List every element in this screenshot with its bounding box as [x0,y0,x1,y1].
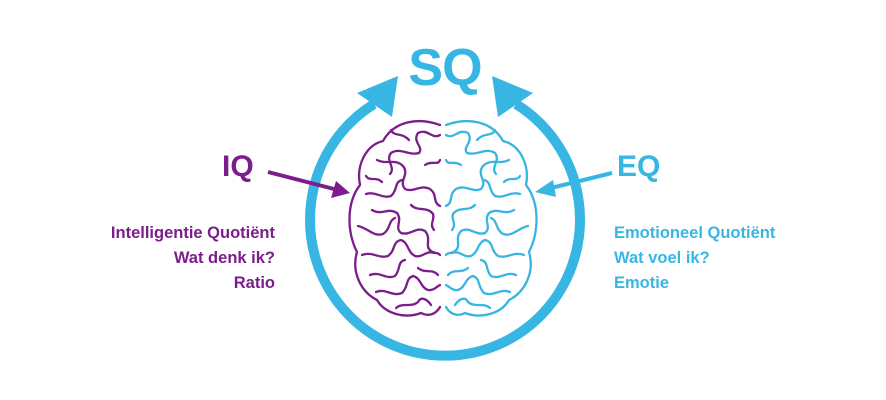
brain-icon [348,119,538,317]
iq-line-1: Intelligentie Quotiënt [110,224,275,242]
brain-left-hemisphere [348,119,442,317]
eq-line-1: Emotioneel Quotiënt [614,224,776,242]
right-arrow [535,171,613,197]
sq-title: SQ [408,39,482,97]
cycle-arrow [305,76,585,361]
iq-label: IQ [222,150,254,183]
left-arrow [267,170,350,198]
eq-line-3: Emotie [614,274,670,292]
eq-line-2: Wat voel ik? [614,249,710,267]
iq-line-3: Ratio [233,274,275,292]
brain-right-hemisphere [444,119,538,317]
iq-description: Intelligentie Quotiënt Wat denk ik? Rati… [111,221,275,296]
eq-description: Emotioneel Quotiënt Wat voel ik? Emotie [614,221,775,296]
iq-line-2: Wat denk ik? [173,249,275,267]
eq-label: EQ [617,150,661,183]
